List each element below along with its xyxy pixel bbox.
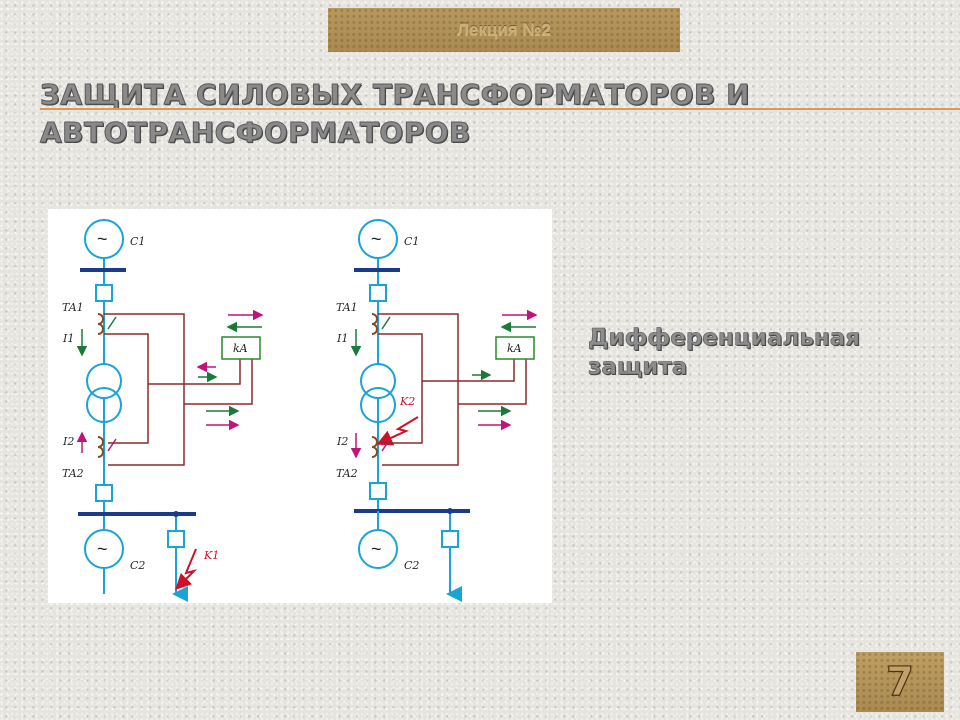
left-current-top-label: I1 [62,332,74,345]
right-current-bottom-label: I2 [336,435,348,448]
differential-protection-diagram: ~ C1 TA1 I1 I2 TA2 [48,209,552,603]
left-current-bottom-label: I2 [62,435,74,448]
right-fault-label: K2 [399,395,415,408]
right-ct-top-coil [371,313,378,335]
caption-line-1: Дифференциальная [588,325,861,352]
right-fault-k2-arrow [376,416,419,446]
left-ct-top-mark [107,316,117,330]
lecture-tab: Лекция №2 [328,8,680,52]
page-number: 7 [885,658,914,705]
right-relay-label: kA [507,342,522,355]
left-transformer-secondary [86,387,122,423]
left-ct-bottom-mark [107,438,117,452]
right-top-source-symbol: ~ [371,229,382,249]
caption-line-2: защита [588,354,688,381]
right-feeder-breaker [441,530,459,548]
left-feeder-breaker [167,530,185,548]
left-fault-k1-arrow [175,548,198,590]
right-bottom-source [358,529,398,569]
right-bottom-breaker [369,482,387,500]
diagram-caption: Дифференциальная защита [588,324,908,382]
left-scheme: ~ C1 TA1 I1 I2 TA2 [62,219,264,602]
left-ct-bottom-label: TA2 [62,467,84,480]
left-relay-label: kA [233,342,248,355]
page-number-badge: 7 [856,652,944,712]
left-bottom-source-label: C2 [130,559,145,572]
right-ct-top-mark [381,316,391,330]
left-top-source [84,219,124,259]
left-wire-outer [104,313,185,466]
right-bottom-source-label: C2 [404,559,419,572]
right-transformer-secondary [360,387,396,423]
right-ct-top-label: TA1 [336,301,358,314]
right-wire-inner [378,333,423,444]
left-wire-inner [104,333,149,444]
right-wire-relay-b [458,359,527,405]
right-current-top-label: I1 [336,332,348,345]
left-ct-bottom-coil [97,436,104,458]
left-feeder-node [173,511,179,517]
slide-title: ЗАЩИТА СИЛОВЫХ ТРАНСФОРМАТОРОВ И АВТОТРА… [40,76,760,152]
right-scheme: ~ C1 TA1 I1 K2 I2 TA2 ~ C2 [336,219,538,602]
left-bottom-source-symbol: ~ [97,539,108,559]
left-ct-top-coil [97,313,104,335]
right-top-source-label: C1 [404,235,419,248]
lecture-label: Лекция №2 [457,20,551,39]
left-bottom-source [84,529,124,569]
left-top-source-symbol: ~ [97,229,108,249]
title-underline [40,108,960,110]
slide-title-line-2: АВТОТРАНСФОРМАТОРОВ [40,116,471,150]
right-relay-ka [495,336,535,360]
right-bottom-source-symbol: ~ [371,539,382,559]
left-top-source-label: C1 [130,235,145,248]
left-fault-label: K1 [203,549,219,562]
right-wire-outer [378,313,459,466]
right-ct-bottom-label: TA2 [336,467,358,480]
left-wire-relay-a [148,359,241,385]
right-top-breaker [369,284,387,302]
left-wire-relay-b [184,359,253,405]
slide-title-line-1: ЗАЩИТА СИЛОВЫХ ТРАНСФОРМАТОРОВ И [40,78,751,112]
left-bottom-breaker [95,484,113,502]
left-ct-top-label: TA1 [62,301,84,314]
right-top-source [358,219,398,259]
right-feeder-node [447,508,453,514]
right-ct-bottom-mark [381,438,391,452]
left-relay-ka [221,336,261,360]
left-top-breaker [95,284,113,302]
right-wire-relay-a [422,359,515,382]
right-ct-bottom-coil [371,436,378,458]
